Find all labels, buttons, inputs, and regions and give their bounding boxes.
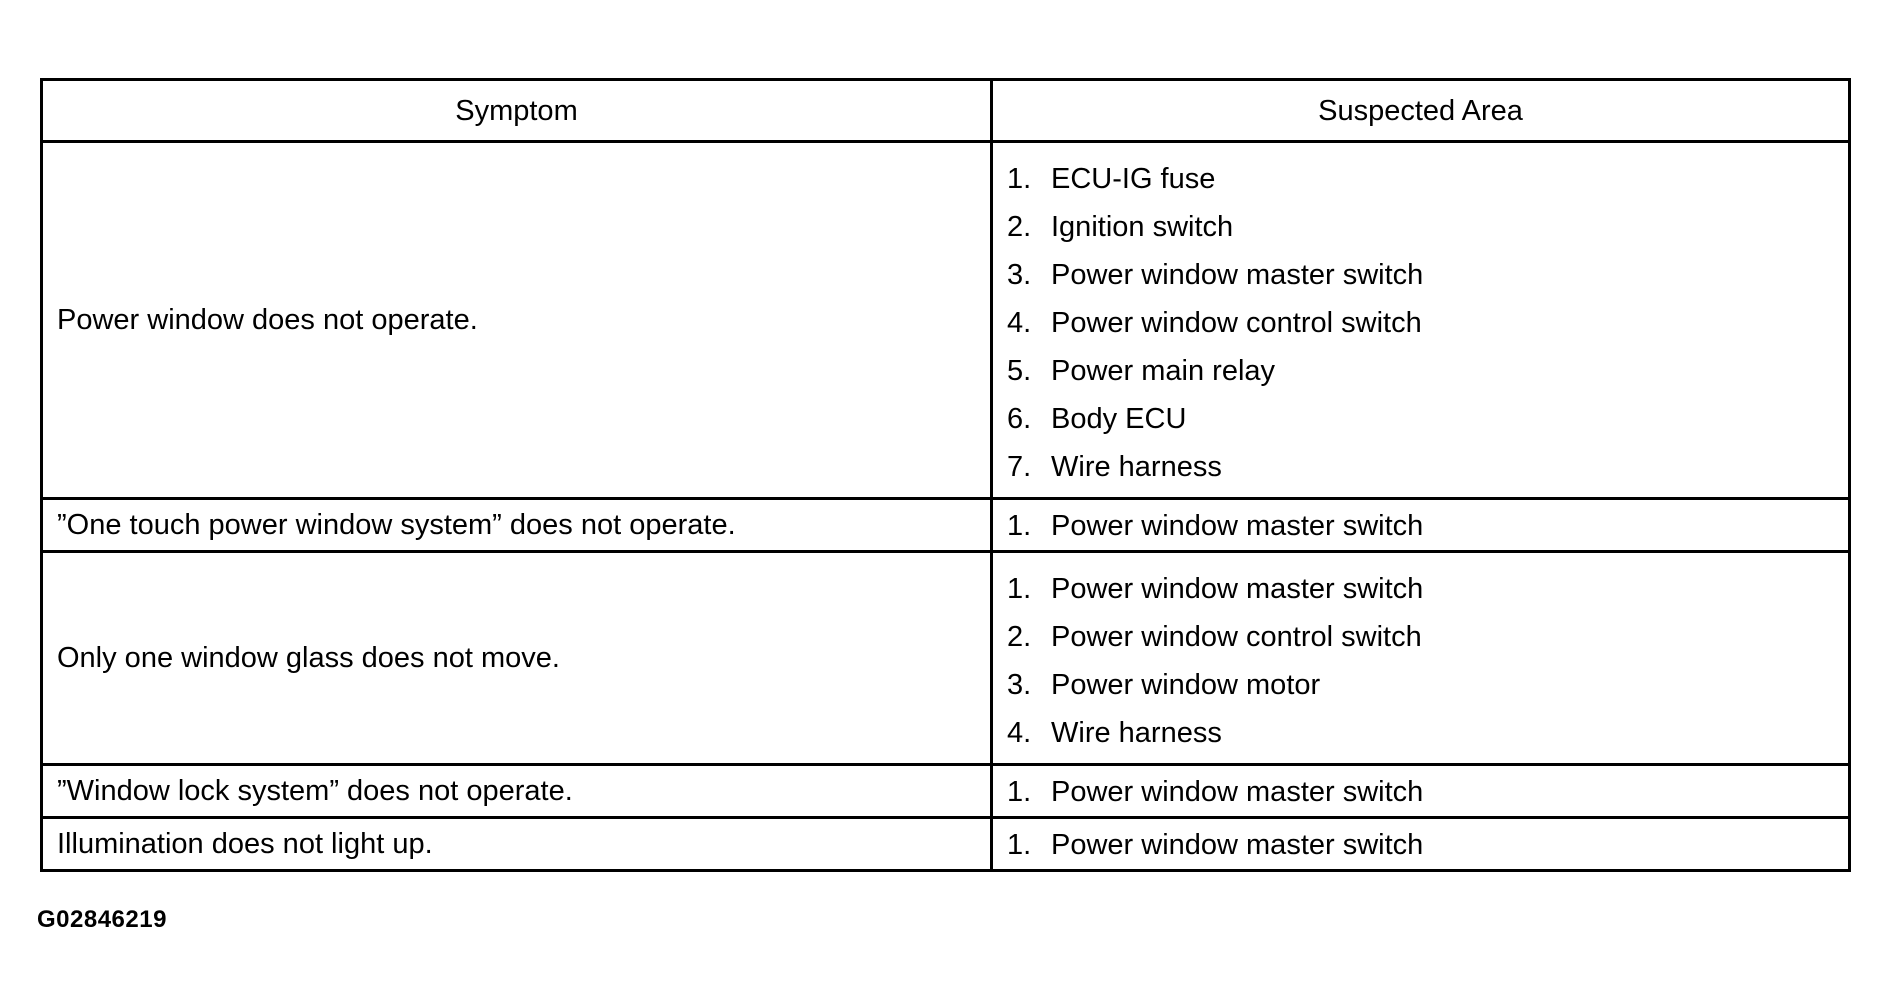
suspected-area-list: 1. Power window master switch — [1007, 821, 1834, 869]
item-text: ECU-IG fuse — [1051, 163, 1216, 195]
table-row: Power window does not operate. 1. ECU-IG … — [40, 140, 1851, 500]
list-item: 1. Power window master switch — [1007, 565, 1834, 613]
suspected-area-cell: 1. Power window master switch — [990, 497, 1851, 553]
item-number: 4. — [1007, 307, 1032, 339]
suspected-area-list: 1. Power window master switch — [1007, 502, 1834, 550]
list-item: 4. Power window control switch — [1007, 299, 1834, 347]
list-item: 6. Body ECU — [1007, 395, 1834, 443]
item-text: Power window motor — [1051, 669, 1321, 701]
item-number: 7. — [1007, 451, 1032, 483]
list-item: 1. Power window master switch — [1007, 768, 1834, 816]
suspected-area-cell: 1. Power window master switch — [990, 816, 1851, 872]
table-row: Illumination does not light up. 1. Power … — [40, 816, 1851, 872]
symptom-cell: Power window does not operate. — [40, 140, 993, 500]
list-item: 1. Power window master switch — [1007, 502, 1834, 550]
item-number: 2. — [1007, 621, 1032, 653]
list-item: 2. Power window control switch — [1007, 613, 1834, 661]
suspected-area-list: 1. ECU-IG fuse 2. Ignition switch 3. Power … — [1007, 155, 1834, 491]
item-text: Power main relay — [1051, 355, 1276, 387]
item-text: Power window master switch — [1051, 259, 1424, 291]
suspected-area-list: 1. Power window master switch 2. Power win… — [1007, 565, 1834, 757]
item-text: Power window control switch — [1051, 621, 1422, 653]
item-text: Ignition switch — [1051, 211, 1234, 243]
header-symptom: Symptom — [40, 78, 993, 143]
item-text: Body ECU — [1051, 403, 1187, 435]
symptom-cell: Only one window glass does not move. — [40, 550, 993, 766]
table-row: ”One touch power window system” does not… — [40, 497, 1851, 553]
table-row: ”Window lock system” does not operate. 1… — [40, 763, 1851, 819]
item-text: Wire harness — [1051, 717, 1222, 749]
item-number: 6. — [1007, 403, 1032, 435]
suspected-area-cell: 1. Power window master switch — [990, 763, 1851, 819]
symptom-cell: ”Window lock system” does not operate. — [40, 763, 993, 819]
table-row: Only one window glass does not move. 1. P… — [40, 550, 1851, 766]
symptom-cell: ”One touch power window system” does not… — [40, 497, 993, 553]
item-number: 1. — [1007, 573, 1032, 605]
list-item: 4. Wire harness — [1007, 709, 1834, 757]
item-number: 5. — [1007, 355, 1032, 387]
list-item: 3. Power window motor — [1007, 661, 1834, 709]
item-number: 1. — [1007, 829, 1032, 861]
item-number: 4. — [1007, 717, 1032, 749]
list-item: 5. Power main relay — [1007, 347, 1834, 395]
figure-id: G02846219 — [37, 906, 167, 933]
list-item: 7. Wire harness — [1007, 443, 1834, 491]
item-text: Power window master switch — [1051, 829, 1424, 861]
suspected-area-cell: 1. Power window master switch 2. Power win… — [990, 550, 1851, 766]
item-number: 1. — [1007, 163, 1032, 195]
list-item: 2. Ignition switch — [1007, 203, 1834, 251]
header-suspected-area: Suspected Area — [990, 78, 1851, 143]
symptom-table: Symptom Suspected Area Power window does… — [40, 78, 1851, 872]
item-text: Power window master switch — [1051, 776, 1424, 808]
item-number: 3. — [1007, 669, 1032, 701]
table-header-row: Symptom Suspected Area — [40, 78, 1851, 143]
item-number: 3. — [1007, 259, 1032, 291]
list-item: 1. ECU-IG fuse — [1007, 155, 1834, 203]
list-item: 3. Power window master switch — [1007, 251, 1834, 299]
item-text: Wire harness — [1051, 451, 1222, 483]
item-number: 2. — [1007, 211, 1032, 243]
item-text: Power window master switch — [1051, 573, 1424, 605]
symptom-cell: Illumination does not light up. — [40, 816, 993, 872]
item-number: 1. — [1007, 510, 1032, 542]
suspected-area-cell: 1. ECU-IG fuse 2. Ignition switch 3. Power … — [990, 140, 1851, 500]
list-item: 1. Power window master switch — [1007, 821, 1834, 869]
item-text: Power window master switch — [1051, 510, 1424, 542]
item-number: 1. — [1007, 776, 1032, 808]
suspected-area-list: 1. Power window master switch — [1007, 768, 1834, 816]
item-text: Power window control switch — [1051, 307, 1422, 339]
